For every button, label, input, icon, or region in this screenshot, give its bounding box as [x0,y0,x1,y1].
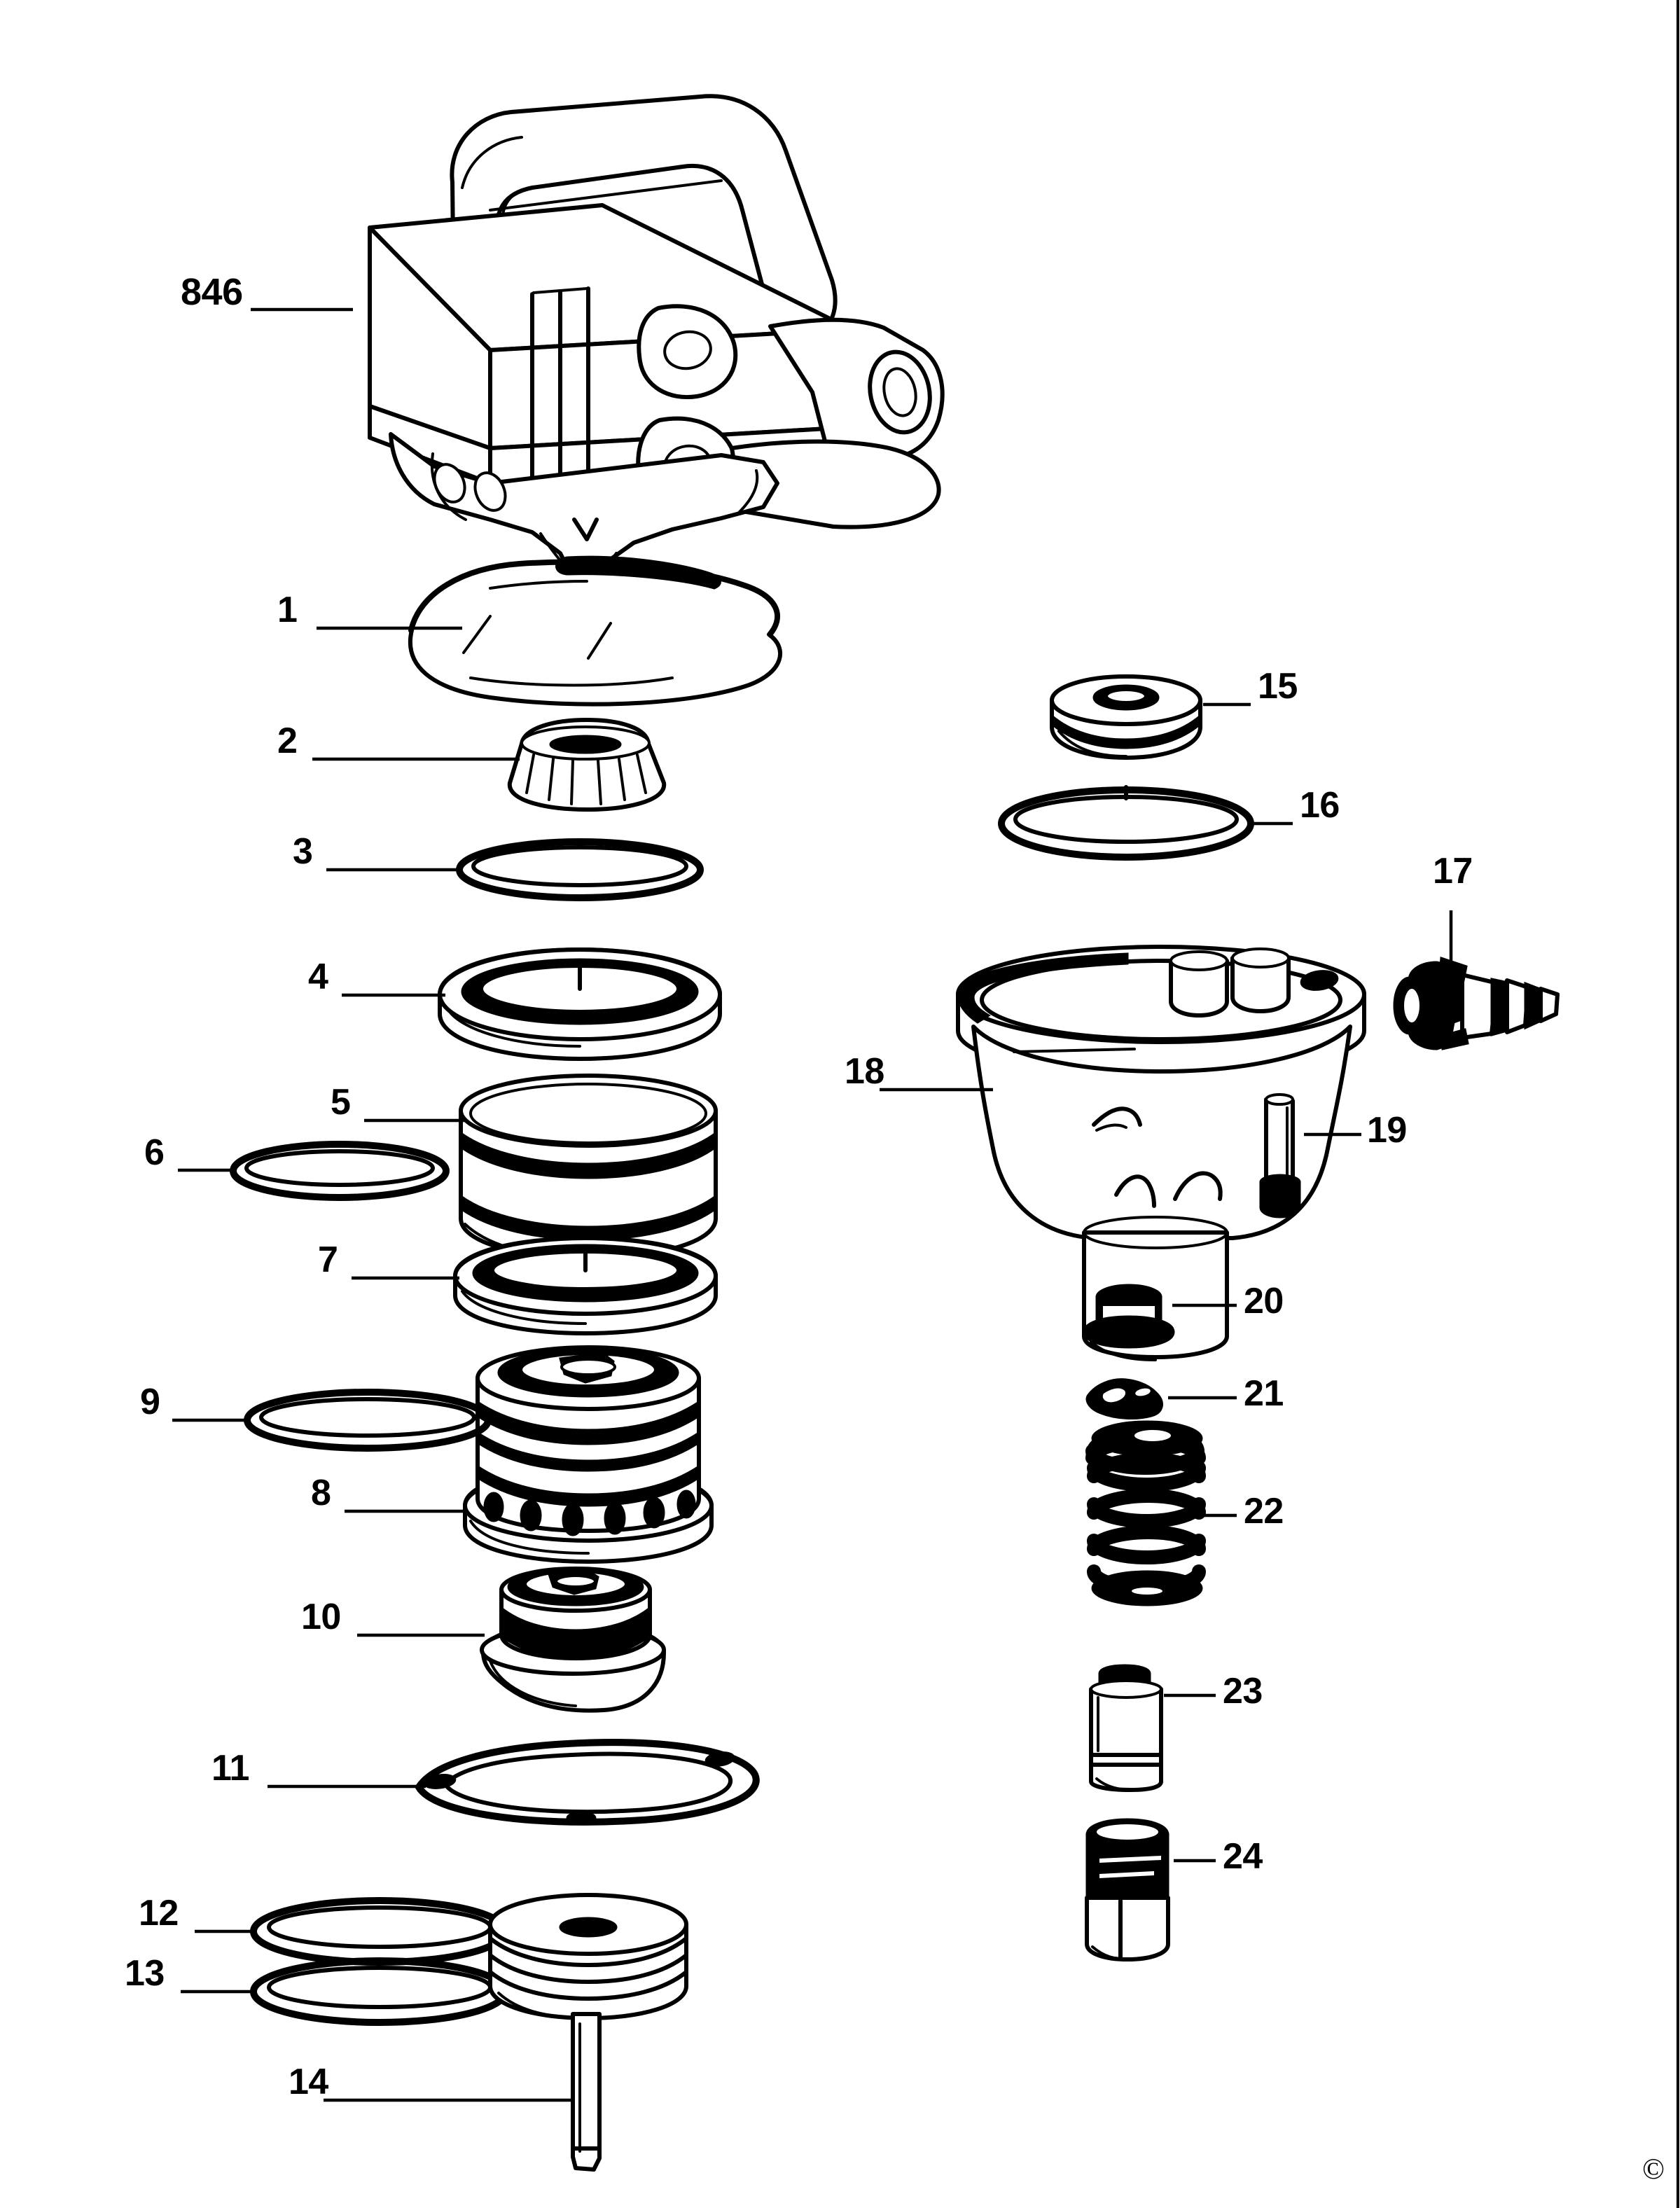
part-gasket-plate-11 [415,1739,760,1826]
callout-24: 24 [1223,1836,1263,1877]
callout-17: 17 [1433,851,1473,891]
part-fluted-cone-insert [507,718,667,812]
callout-846: 846 [181,271,243,313]
callout-1: 1 [277,590,298,630]
part-seal-ring-4 [438,947,722,1061]
part-piston-rod-assembly-14 [488,1893,688,2172]
part-cap-plug-20 [1083,1284,1175,1349]
callout-10: 10 [301,1597,341,1637]
part-quick-connect-fitting [1393,956,1560,1050]
part-seal-ring-7 [453,1236,718,1335]
callout-12: 12 [139,1893,179,1933]
leader-lines [172,307,1453,2102]
copyright-mark: © [1642,2153,1665,2186]
callout-5: 5 [331,1082,351,1123]
part-coil-spring-22 [1085,1420,1206,1606]
callout-19: 19 [1367,1110,1407,1151]
part-dome-cap-cover [408,555,783,707]
part-spacer-washer-15 [1050,674,1202,760]
part-valve-body-cage-8 [463,1345,714,1564]
callout-14: 14 [289,2062,328,2102]
part-dowel-pin-19 [1259,1093,1301,1218]
callout-22: 22 [1244,1491,1284,1532]
part-valve-cap-10 [480,1567,666,1713]
callout-16: 16 [1300,785,1340,826]
callout-20: 20 [1244,1281,1284,1321]
callout-8: 8 [311,1473,331,1513]
callout-23: 23 [1223,1671,1263,1711]
callout-18: 18 [845,1051,884,1092]
part-valve-seat-sleeve-24 [1085,1818,1170,1961]
part-piston-cylinder-5 [459,1074,718,1260]
callout-15: 15 [1258,666,1298,707]
callout-11: 11 [211,1748,249,1789]
callout-3: 3 [293,831,313,872]
callout-9: 9 [140,1382,160,1422]
callout-13: 13 [125,1953,165,1994]
callout-4: 4 [308,957,328,997]
part-o-ring-seal-16 [998,785,1254,861]
part-sleeve-bushing-23 [1089,1664,1163,1792]
callout-6: 6 [144,1132,165,1173]
part-retainer-clip-21 [1085,1378,1163,1419]
callout-7: 7 [318,1240,338,1280]
part-funnel-body-18 [956,945,1366,1361]
callout-21: 21 [1244,1373,1284,1414]
part-main-housing-body [368,94,945,606]
callout-2: 2 [277,721,298,761]
